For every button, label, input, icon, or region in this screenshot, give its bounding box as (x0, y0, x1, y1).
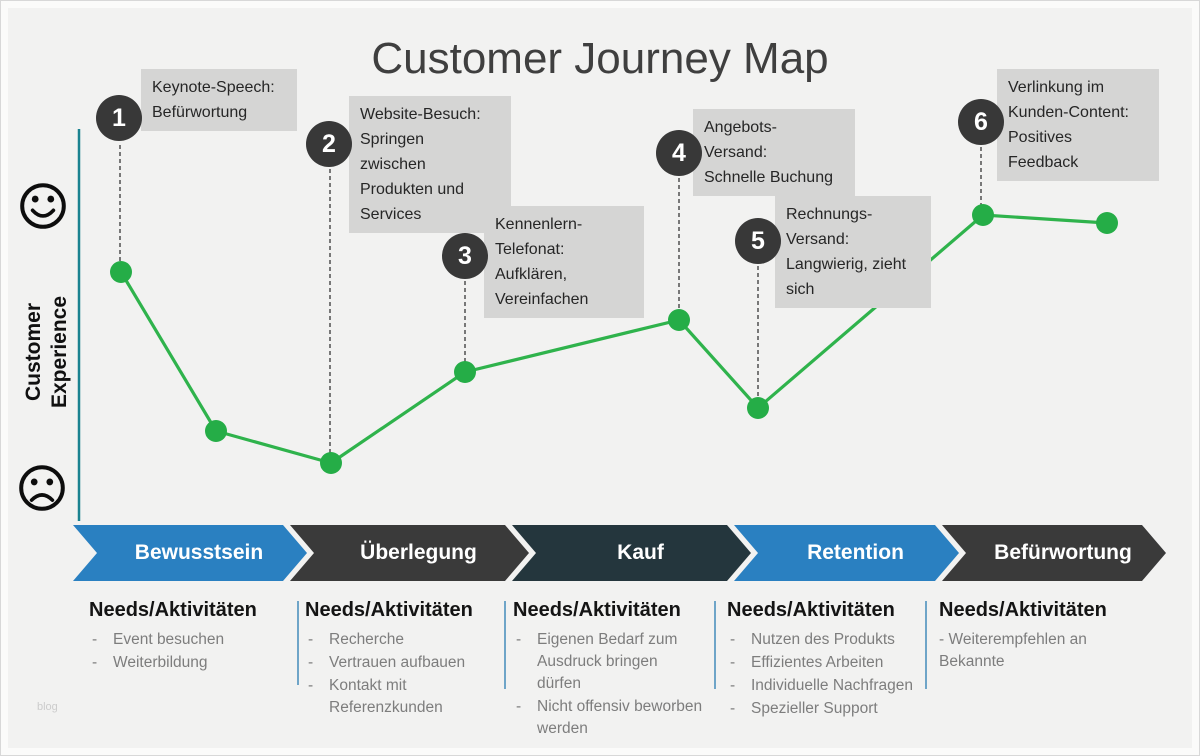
needs-column-ueberlegung: Needs/Aktivitäten -Recherche -Vertrauen … (305, 599, 499, 720)
milestone-6-callout: Verlinkung im Kunden-Content: Positives … (997, 69, 1159, 181)
list-item-text: Weiterempfehlen an Bekannte (939, 631, 1087, 670)
curve-point (668, 309, 690, 331)
list-item: -Spezieller Support (727, 698, 917, 720)
list-item-text: Recherche (329, 631, 404, 648)
list-item-text: Vertrauen aufbauen (329, 654, 466, 671)
curve-point (205, 420, 227, 442)
y-axis-label: Customer Experience (22, 295, 71, 409)
dash-bullet: - (730, 700, 736, 717)
list-item-text: Eigenen Bedarf zum Ausdruck bringen dürf… (537, 631, 678, 692)
list-item-text: Nutzen des Produkts (751, 631, 895, 648)
page-title: Customer Journey Map (371, 34, 829, 84)
stage-ueberlegung: Überlegung (290, 525, 529, 581)
list-item-text: Nicht offensiv beworben werden (537, 698, 703, 737)
dash-bullet: - (308, 654, 314, 671)
dash-bullet: - (92, 631, 98, 648)
milestone-1-badge: 1 (96, 95, 142, 141)
curve-point (454, 361, 476, 383)
dash-bullet: - (308, 677, 314, 694)
curve-point (1096, 212, 1118, 234)
milestone-5-callout: Rechnungs- Versand: Langwierig, zieht si… (775, 196, 931, 308)
curve-point (320, 452, 342, 474)
dash-bullet: - (308, 631, 314, 648)
stage-label: Überlegung (360, 541, 477, 564)
stage-retention: Retention (734, 525, 959, 581)
needs-column-retention: Needs/Aktivitäten -Nutzen des Produkts -… (727, 599, 917, 721)
dash-bullet: - (730, 654, 736, 671)
milestone-4-number: 4 (672, 138, 686, 167)
needs-header: Needs/Aktivitäten (513, 599, 681, 621)
milestone-3-number: 3 (458, 241, 472, 270)
list-item: -Eigenen Bedarf zum Ausdruck bringen dür… (513, 629, 705, 695)
list-item: -Nicht offensiv beworben werden (513, 696, 705, 740)
milestone-1-callout: Keynote-Speech: Befürwortung (141, 69, 297, 131)
needs-header: Needs/Aktivitäten (727, 599, 895, 621)
list-item: -Effizientes Arbeiten (727, 652, 917, 674)
stage-label: Kauf (617, 541, 664, 564)
stage-befuerwortung: Befürwortung (942, 525, 1166, 581)
experience-curve-line (119, 213, 1108, 465)
milestone-3-callout: Kennenlern- Telefonat: Aufklären, Verein… (484, 206, 644, 318)
list-item-text: Weiterbildung (113, 654, 208, 671)
milestone-2-number: 2 (322, 129, 336, 158)
happy-face-icon (20, 183, 66, 229)
milestone-5-badge: 5 (735, 218, 781, 264)
column-divider (504, 601, 506, 689)
list-item: -Nutzen des Produkts (727, 629, 917, 651)
needs-header: Needs/Aktivitäten (305, 599, 473, 621)
stage-bewusstsein: Bewusstsein (73, 525, 307, 581)
milestone-5-number: 5 (751, 226, 765, 255)
milestone-6-number: 6 (974, 107, 988, 136)
watermark: blog (37, 701, 58, 713)
milestone-1-number: 1 (112, 103, 126, 132)
sad-face-icon (19, 465, 65, 511)
dash-bullet: - (516, 698, 522, 715)
list-item: -Kontakt mit Referenzkunden (305, 675, 499, 719)
curve-point (110, 261, 132, 283)
needs-header: Needs/Aktivitäten (89, 599, 257, 621)
list-item: -Recherche (305, 629, 499, 651)
dash-bullet: - (730, 631, 736, 648)
list-item-text: Kontakt mit Referenzkunden (329, 677, 443, 716)
needs-column-befuerwortung: Needs/Aktivitäten - Weiterempfehlen an B… (939, 599, 1119, 673)
dash-bullet: - (516, 631, 522, 648)
needs-column-bewusstsein: Needs/Aktivitäten -Event besuchen -Weite… (89, 599, 289, 675)
needs-header: Needs/Aktivitäten (939, 599, 1107, 621)
curve-point (972, 204, 994, 226)
list-item-text: Spezieller Support (751, 700, 878, 717)
milestone-2-badge: 2 (306, 121, 352, 167)
dash-bullet: - (92, 654, 98, 671)
column-divider (297, 601, 299, 685)
dash-bullet: - (730, 677, 736, 694)
column-divider (925, 601, 927, 689)
dash-bullet: - (939, 631, 945, 648)
curve-point (747, 397, 769, 419)
milestone-3-badge: 3 (442, 233, 488, 279)
needs-column-kauf: Needs/Aktivitäten -Eigenen Bedarf zum Au… (513, 599, 705, 741)
milestone-6-badge: 6 (958, 99, 1004, 145)
list-item: -Event besuchen (89, 629, 289, 651)
list-item: - Weiterempfehlen an Bekannte (939, 629, 1119, 673)
stage-label: Bewusstsein (134, 541, 264, 564)
list-item: -Weiterbildung (89, 652, 289, 674)
list-item-text: Event besuchen (113, 631, 225, 648)
milestone-4-badge: 4 (656, 130, 702, 176)
list-item: -Vertrauen aufbauen (305, 652, 499, 674)
milestone-4-callout: Angebots- Versand: Schnelle Buchung (693, 109, 855, 196)
stage-label: Befürwortung (994, 541, 1132, 564)
list-item-text: Individuelle Nachfragen (751, 677, 913, 694)
column-divider (714, 601, 716, 689)
list-item-text: Effizientes Arbeiten (751, 654, 884, 671)
list-item: -Individuelle Nachfragen (727, 675, 917, 697)
stage-label: Retention (807, 541, 904, 564)
stage-kauf: Kauf (512, 525, 751, 581)
